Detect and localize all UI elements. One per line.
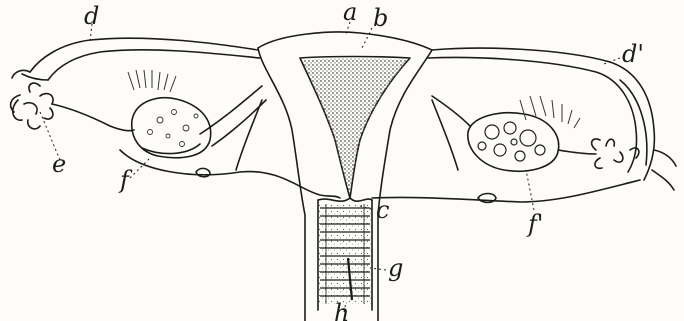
broad-ligament-lower-edge [120,150,340,198]
peritoneum-right [432,100,458,170]
label-d: d [84,2,99,30]
left-tube-to-fimbriae [52,104,134,131]
right-fallopian-tube-inner [428,58,637,172]
label-f-prime: f' [526,210,543,238]
left-fallopian-tube-inner [48,50,260,80]
right-ovary-to-tube [558,150,596,154]
right-ovarian-ligament [432,96,470,126]
right-ligament-hatching [520,96,580,128]
uterus-right-wall [378,50,432,321]
uterus-fundus [258,32,432,50]
left-ovary-shade [142,144,200,154]
label-b: b [373,4,388,32]
left-ovary-texture [148,110,199,147]
label-g: g [388,254,403,282]
label-a: a [343,0,357,26]
right-fimbriae-tail [652,150,676,190]
label-c: c [376,196,389,224]
label-f: f [118,166,133,194]
vaginal-rugae [318,204,372,304]
label-h: h [334,299,349,321]
right-ovary-follicles [478,122,545,161]
left-ligament-hatching [128,70,176,92]
broad-ligament-lower-edge-right [372,180,640,202]
label-e: e [52,150,66,178]
peritoneum-left [236,100,262,170]
label-d-prime: d' [622,40,644,68]
cervix-top [318,198,372,201]
uterine-cavity-stipple [302,59,408,197]
left-ovarian-ligament-2 [212,100,266,146]
left-fimbriae [11,83,53,129]
left-tube-tip [12,70,48,80]
